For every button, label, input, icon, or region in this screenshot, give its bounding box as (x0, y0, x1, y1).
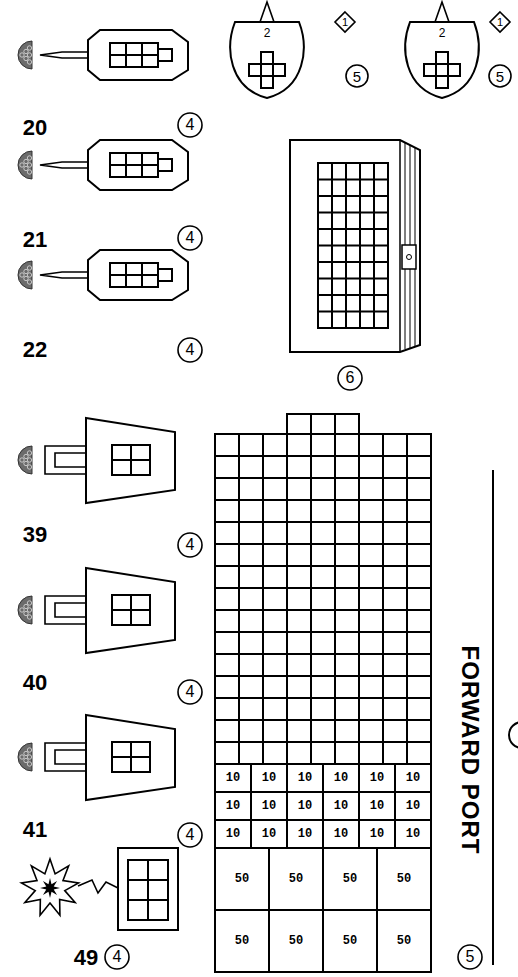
counter-number: 21 (23, 227, 47, 253)
divider-line (492, 470, 494, 965)
table-cell: 50 (397, 934, 411, 948)
ship-counters (18, 30, 188, 800)
cell-grid (215, 764, 431, 848)
value-number: 4 (186, 342, 195, 358)
counter-number: 41 (23, 817, 47, 843)
value-number: 5 (466, 949, 475, 965)
value-number: 5 (353, 69, 361, 84)
building-counter (290, 140, 420, 352)
table-cell: 10 (226, 771, 240, 785)
value-circle: 5 (345, 64, 369, 88)
value-number: 4 (186, 230, 195, 246)
table-cell: 50 (343, 872, 357, 886)
table-cell: 10 (298, 799, 312, 813)
table-cell: 50 (343, 934, 357, 948)
table-cell: 10 (298, 771, 312, 785)
value-circle: 6 (337, 365, 363, 391)
counter-number: 22 (23, 337, 47, 363)
counter-grids (128, 163, 431, 972)
table-cell: 10 (370, 771, 384, 785)
section-title: FORWARD PORT (456, 646, 484, 855)
value-circle: 4 (177, 822, 203, 848)
counter-number: 40 (23, 670, 47, 696)
table-cell: 10 (370, 799, 384, 813)
value-circle: 4 (104, 944, 130, 970)
table-cell: 10 (262, 771, 276, 785)
counter-number: 39 (23, 522, 47, 548)
value-number: 4 (186, 684, 195, 700)
value-number: 4 (186, 537, 195, 553)
explosion-counter (21, 848, 178, 930)
value-number: 4 (113, 949, 122, 965)
table-cell: 50 (289, 934, 303, 948)
table-cell: 50 (235, 872, 249, 886)
counter-number: 49 (74, 945, 98, 971)
table-cell: 50 (397, 872, 411, 886)
value-number: 4 (186, 827, 195, 843)
value-circle: 4 (177, 532, 203, 558)
value-circle: 4 (177, 337, 203, 363)
value-circle: 5 (488, 64, 512, 88)
table-cell: 10 (334, 799, 348, 813)
cell-grid (215, 848, 431, 972)
cell-grid (287, 414, 359, 434)
value-number: 1 (342, 17, 348, 28)
value-number: 4 (186, 117, 195, 133)
pod-value: 2 (264, 26, 271, 40)
table-cell: 10 (226, 799, 240, 813)
value-circle: 5 (457, 944, 483, 970)
table-cell: 10 (334, 827, 348, 841)
value-number: 5 (496, 69, 504, 84)
cell-grid (128, 860, 168, 920)
table-cell: 10 (406, 771, 420, 785)
cell-grid (215, 434, 431, 764)
value-diamond: 1 (489, 11, 511, 33)
value-number: 1 (497, 17, 503, 28)
counter-number: 20 (23, 115, 47, 141)
table-cell: 10 (406, 799, 420, 813)
table-cell: 10 (370, 827, 384, 841)
table-cell: 10 (226, 827, 240, 841)
cut-circle (509, 722, 518, 748)
table-cell: 10 (406, 827, 420, 841)
table-cell: 10 (262, 827, 276, 841)
value-circle: 4 (177, 112, 203, 138)
value-number: 6 (346, 370, 355, 386)
table-cell: 10 (298, 827, 312, 841)
table-cell: 10 (334, 771, 348, 785)
cell-grid (318, 163, 388, 328)
table-cell: 50 (235, 934, 249, 948)
table-cell: 10 (262, 799, 276, 813)
value-diamond: 1 (334, 11, 356, 33)
value-circle: 4 (177, 225, 203, 251)
pod-counters (230, 2, 478, 98)
table-cell: 50 (289, 872, 303, 886)
pod-value: 2 (439, 26, 446, 40)
value-circle: 4 (177, 679, 203, 705)
